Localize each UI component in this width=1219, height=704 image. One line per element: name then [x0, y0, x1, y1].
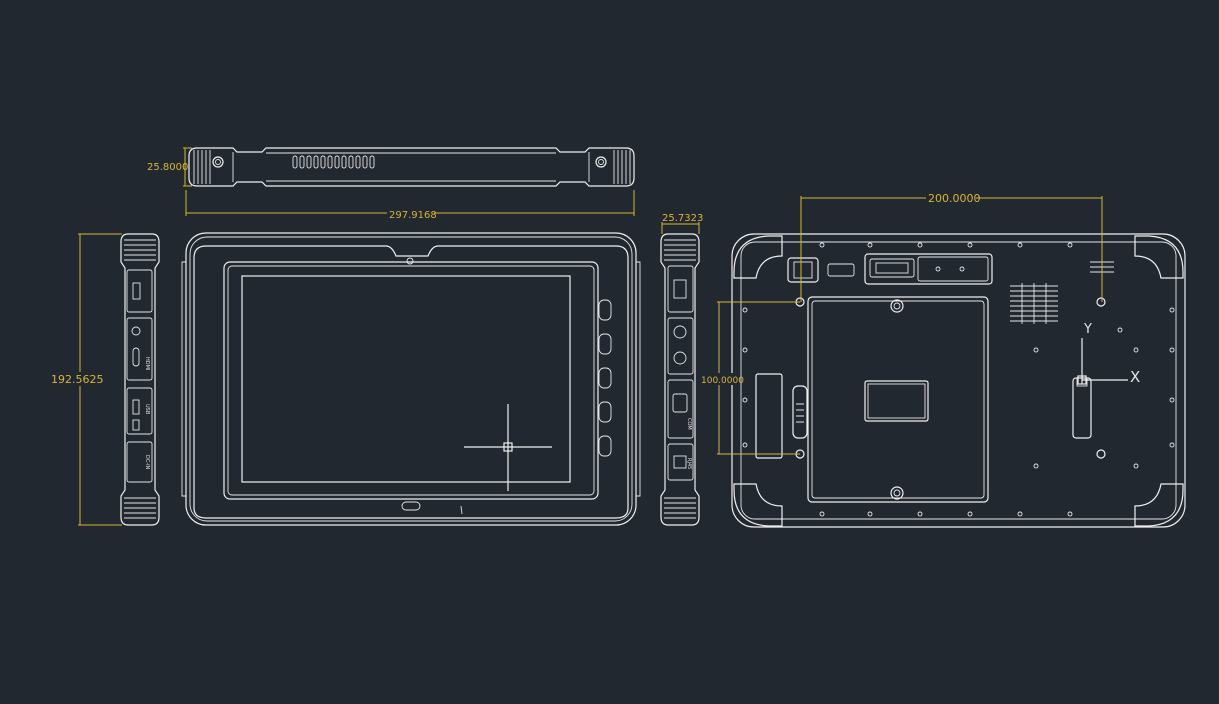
perimeter-screws: [742, 242, 1175, 517]
crosshair: [464, 404, 552, 491]
port-label-com: COM: [686, 418, 692, 430]
dim-mount-horizontal: 200.0000: [928, 192, 981, 205]
dim-height-left: 192.5625: [51, 373, 104, 386]
speaker-grille: [1010, 261, 1114, 324]
right-side-view: COM RJ45: [660, 233, 700, 526]
axis-label-y: Y: [1083, 322, 1092, 337]
dim-thickness-side: 25.7323: [662, 213, 703, 224]
front-view: [181, 232, 641, 526]
back-dimensions: [717, 196, 1103, 455]
xy-axes: [1077, 338, 1128, 385]
top-vent-slots: [292, 155, 375, 169]
axis-label-x: X: [1130, 368, 1140, 386]
dim-mount-vertical: 100.0000: [701, 376, 744, 386]
left-side-view: HDMI USB DC-IN: [120, 233, 160, 526]
back-view: [731, 233, 1186, 528]
dim-thickness-top: 25.8000: [147, 162, 188, 173]
top-view: [188, 147, 635, 187]
dim-width-top: 297.9168: [389, 210, 437, 221]
port-label-dcin: DC-IN: [144, 455, 150, 470]
port-label-rj45: RJ45: [686, 458, 692, 469]
right-side-dimensions: [661, 222, 700, 234]
port-label-hdmi: HDMI: [144, 357, 150, 370]
port-label-usb: USB: [144, 404, 150, 415]
front-side-buttons: [598, 299, 612, 457]
